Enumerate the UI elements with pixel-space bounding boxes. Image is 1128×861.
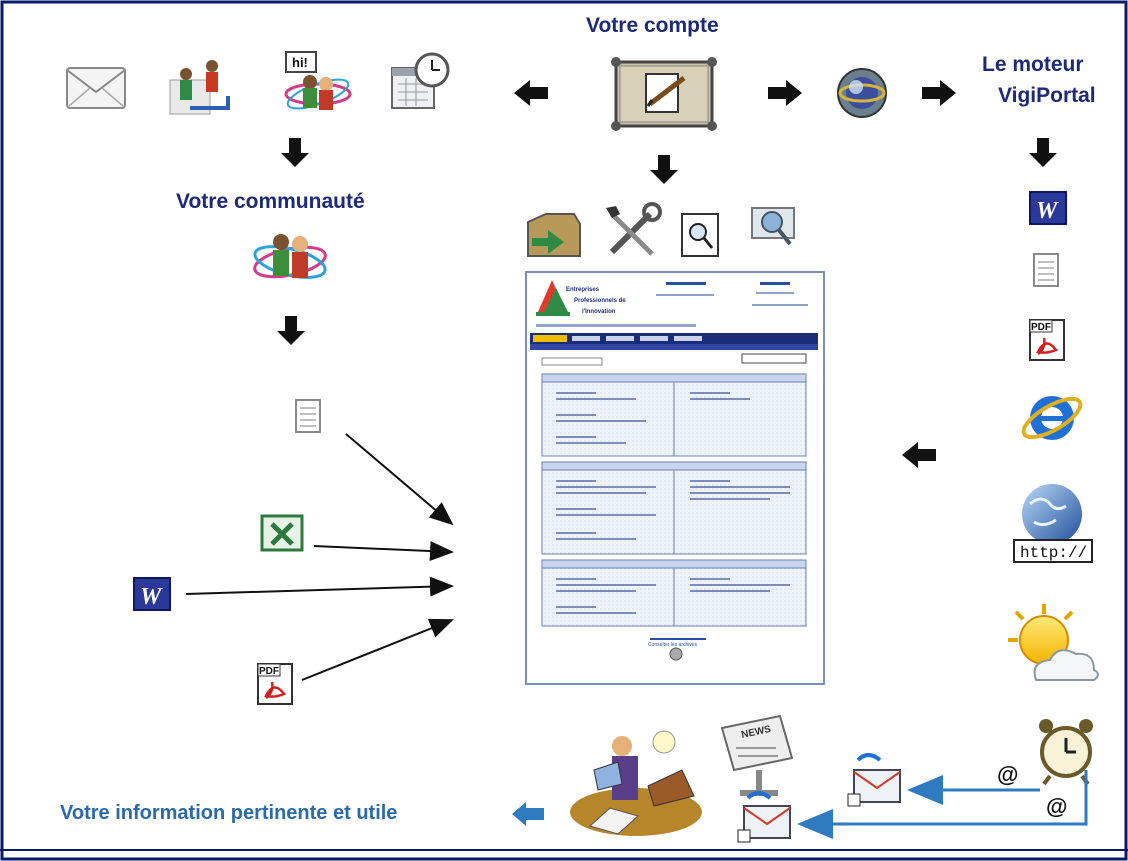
email-forward-icon-2 [737, 791, 791, 843]
community-word-doc-icon: W [133, 577, 171, 611]
community-title: Votre communauté [176, 190, 365, 213]
internet-explorer-icon [1021, 396, 1083, 440]
doc-arrows [185, 433, 454, 681]
info-title: Votre information pertinente et utile [60, 802, 398, 824]
portal-org-line2: Professionnels de [574, 298, 626, 304]
engine-title-line1: Le moteur [982, 53, 1084, 76]
arrow-left-to-tools [514, 80, 548, 106]
account-title: Votre compte [586, 14, 719, 37]
text-doc-icon [1033, 253, 1059, 287]
engine-title-line2: VigiPortal [998, 84, 1096, 107]
tools-icon [606, 202, 662, 256]
email-forward-icon-1 [847, 753, 901, 807]
portal-org-line1: Entreprises [566, 287, 600, 293]
svg-text:http://: http:// [1020, 544, 1087, 562]
account-edit-icon[interactable] [611, 57, 717, 131]
person-laptop-icon [570, 730, 702, 836]
arrow-down-community [281, 138, 309, 167]
http-globe-icon: http:// [1013, 484, 1093, 563]
svg-text:hi!: hi! [292, 55, 308, 70]
weather-icon [1008, 604, 1099, 681]
at-sign-1: @ [997, 762, 1019, 787]
arrow-down-engine [1029, 138, 1057, 167]
community-pdf-doc-icon: PDF [257, 663, 293, 705]
magnifier-doc-icon [681, 213, 719, 257]
search-screen-icon [751, 207, 795, 246]
folder-arrow-icon [527, 213, 581, 257]
portal-preview [525, 271, 825, 685]
arrow-down-community-docs [277, 316, 305, 345]
svg-text:PDF: PDF [259, 666, 279, 677]
arrow-left-to-portal [902, 442, 936, 468]
portal-org-line3: l'Innovation [582, 309, 616, 315]
community-icon [253, 234, 327, 279]
community-excel-doc-icon [260, 514, 304, 552]
users-link-icon [169, 60, 230, 115]
portal-footer-link[interactable]: Consulter les archives [648, 642, 698, 648]
arrow-down-tools [650, 155, 678, 184]
community-text-doc-icon [295, 399, 321, 433]
email-flow-lines [797, 770, 1088, 839]
svg-text:W: W [140, 584, 163, 610]
arrow-right-to-engine-2 [922, 80, 956, 106]
newspaper-icon: NEWS [720, 714, 794, 796]
arrow-left-to-info [512, 802, 544, 826]
hi-chat-icon: hi! [284, 51, 352, 110]
arrow-right-to-engine-1 [768, 80, 802, 106]
pdf-doc-icon: PDF [1029, 319, 1065, 361]
calendar-clock-icon [391, 52, 450, 109]
at-sign-2: @ [1046, 794, 1068, 819]
svg-text:W: W [1036, 198, 1059, 224]
engine-search-icon [837, 68, 887, 118]
svg-text:PDF: PDF [1031, 322, 1051, 333]
mail-icon [66, 67, 126, 109]
word-doc-icon: W [1029, 191, 1067, 225]
